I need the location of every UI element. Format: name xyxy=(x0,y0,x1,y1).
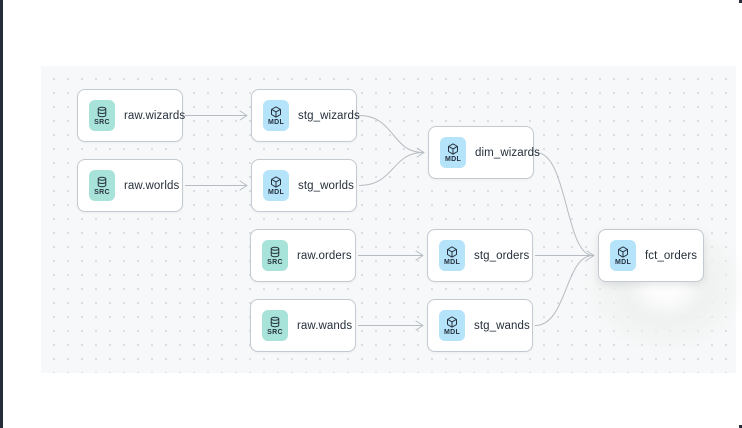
cube-icon xyxy=(617,246,629,258)
mdl-badge: MDL xyxy=(263,170,289,201)
node-label: raw.orders xyxy=(297,249,352,262)
cube-icon xyxy=(447,143,459,155)
node-fct_orders[interactable]: MDL fct_orders xyxy=(598,229,704,282)
src-badge: SRC xyxy=(262,240,288,271)
database-icon xyxy=(96,106,108,118)
node-stg_orders[interactable]: MDL stg_orders xyxy=(427,229,533,282)
node-raw.worlds[interactable]: SRC raw.worlds xyxy=(77,159,183,212)
badge-label: MDL xyxy=(614,258,632,266)
database-icon xyxy=(96,176,108,188)
cube-icon xyxy=(446,316,458,328)
badge-label: MDL xyxy=(267,188,285,196)
node-label: raw.wands xyxy=(297,319,353,332)
mdl-badge: MDL xyxy=(439,240,465,271)
badge-label: SRC xyxy=(267,258,283,266)
database-icon xyxy=(269,246,281,258)
node-label: dim_wizards xyxy=(475,146,541,159)
node-dim_wizards[interactable]: MDL dim_wizards xyxy=(428,126,540,179)
node-label: stg_wizards xyxy=(298,109,360,122)
node-label: stg_orders xyxy=(474,249,530,262)
mdl-badge: MDL xyxy=(610,240,636,271)
mdl-badge: MDL xyxy=(440,137,466,168)
node-stg_wizards[interactable]: MDL stg_wizards xyxy=(251,89,360,142)
node-raw.wands[interactable]: SRC raw.wands xyxy=(250,299,356,352)
badge-label: SRC xyxy=(94,188,110,196)
node-label: stg_worlds xyxy=(298,179,354,192)
window-frame-corner-top-right xyxy=(739,0,742,3)
node-label: fct_orders xyxy=(645,249,698,262)
node-raw.wizards[interactable]: SRC raw.wizards xyxy=(77,89,186,142)
badge-label: MDL xyxy=(443,328,461,336)
window-frame-left-bar xyxy=(0,0,3,428)
cube-icon xyxy=(446,246,458,258)
node-raw.orders[interactable]: SRC raw.orders xyxy=(250,229,356,282)
node-stg_worlds[interactable]: MDL stg_worlds xyxy=(251,159,357,212)
badge-label: MDL xyxy=(443,258,461,266)
src-badge: SRC xyxy=(89,170,115,201)
node-label: stg_wands xyxy=(474,319,530,332)
window-frame-corner-bottom-right xyxy=(739,425,742,428)
badge-label: SRC xyxy=(94,118,110,126)
badge-label: SRC xyxy=(267,328,283,336)
node-label: raw.wizards xyxy=(124,109,186,122)
mdl-badge: MDL xyxy=(263,100,289,131)
node-label: raw.worlds xyxy=(124,179,180,192)
mdl-badge: MDL xyxy=(439,310,465,341)
badge-label: MDL xyxy=(267,118,285,126)
node-stg_wands[interactable]: MDL stg_wands xyxy=(427,299,533,352)
database-icon xyxy=(269,316,281,328)
badge-label: MDL xyxy=(444,155,462,163)
src-badge: SRC xyxy=(89,100,115,131)
cube-icon xyxy=(270,106,282,118)
cube-icon xyxy=(270,176,282,188)
src-badge: SRC xyxy=(262,310,288,341)
